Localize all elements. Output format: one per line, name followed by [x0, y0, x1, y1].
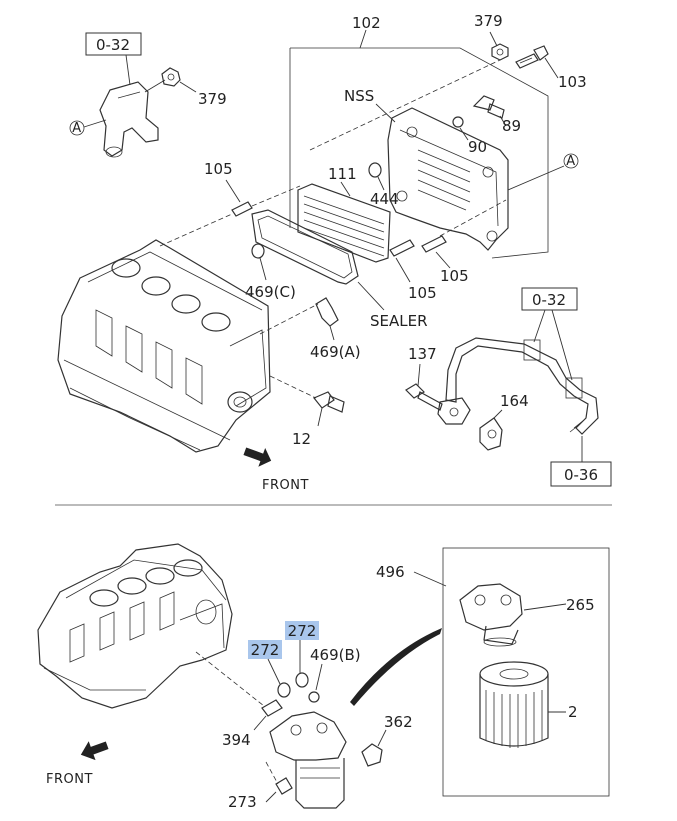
o-ring-272-upper-part [295, 672, 309, 688]
o-ring-469b-part [308, 691, 320, 703]
callout-469b: 469(B) [310, 646, 361, 664]
callout-469c: 469(C) [245, 283, 296, 301]
oil-pipe-part [437, 337, 599, 435]
callout-164: 164 [500, 392, 529, 410]
callout-273: 273 [228, 793, 257, 811]
callout-272-upper[interactable]: 272 [288, 622, 317, 640]
svg-text:0-32: 0-32 [532, 291, 566, 309]
ref-box-0-32-top-left[interactable]: 0-32 [85, 32, 142, 56]
callout-12: 12 [292, 430, 311, 448]
callout-496: 496 [376, 563, 405, 581]
callout-sealer: SEALER [370, 312, 428, 330]
callout-444: 444 [370, 190, 399, 208]
gasket-sealer-part [251, 209, 359, 285]
washer-90-part [452, 116, 464, 128]
highlight-272-lower [248, 640, 282, 659]
callout-379-left: 379 [198, 90, 227, 108]
stud-394-part [261, 699, 283, 717]
callout-137: 137 [408, 345, 437, 363]
oil-cooler-element-111-part [297, 183, 391, 263]
outlet-pipe-part [99, 81, 159, 158]
callout-379-right: 379 [474, 12, 503, 30]
callout-105-middle: 105 [408, 284, 437, 302]
callout-102: 102 [352, 14, 381, 32]
highlight-272-upper [285, 621, 319, 640]
stud-105-upper-part [231, 201, 253, 217]
front-arrow-top [243, 447, 272, 467]
svg-text:0-32: 0-32 [96, 36, 130, 54]
oil-cooler-cover-part [387, 107, 509, 251]
nut-379-left-part [161, 67, 181, 87]
nut-379-right-part [491, 43, 509, 61]
o-ring-272-lower-part [277, 682, 291, 698]
callout-362: 362 [384, 713, 413, 731]
svg-text:0-36: 0-36 [564, 466, 598, 484]
callout-394: 394 [222, 731, 251, 749]
bolt-137-part [405, 383, 443, 411]
gasket-362-part [361, 743, 383, 767]
circle-ref-a-right: A [563, 153, 579, 169]
filter-head-265-part [459, 583, 523, 647]
bolt-273-part [275, 777, 293, 795]
front-arrow-bottom [80, 741, 109, 761]
callout-89: 89 [502, 117, 521, 135]
ref-box-0-32-right[interactable]: 0-32 [521, 287, 578, 311]
oil-pressure-switch-12-part [313, 391, 345, 413]
o-ring-444-part [368, 162, 382, 178]
detail-pointer [350, 628, 442, 706]
callout-105-upper: 105 [204, 160, 233, 178]
stud-105-right-part [421, 235, 447, 253]
gasket-164-part [479, 417, 503, 451]
front-label-top: FRONT [262, 478, 309, 493]
detail-box-496 [442, 547, 610, 797]
oil-filter-head-assembly-part [269, 711, 347, 809]
oil-filter-cartridge-2-part [479, 661, 549, 748]
circle-ref-a-left: A [69, 120, 85, 136]
callout-272-lower[interactable]: 272 [251, 641, 280, 659]
o-ring-469a-part [315, 297, 339, 327]
svg-text:A: A [566, 154, 575, 169]
engine-block-top-part [57, 239, 271, 453]
callout-469a: 469(A) [310, 343, 361, 361]
svg-text:A: A [72, 121, 81, 136]
engine-block-bottom-part [37, 543, 233, 709]
callout-nss: NSS [344, 87, 374, 105]
callout-90: 90 [468, 138, 487, 156]
callout-111: 111 [328, 165, 357, 183]
callout-2: 2 [568, 703, 578, 721]
stud-105-middle-part [389, 239, 415, 257]
o-ring-469c-part [251, 243, 265, 259]
callout-105-right: 105 [440, 267, 469, 285]
bolt-103-part [515, 45, 549, 69]
oil-cooler-assembly-frame [289, 47, 549, 259]
ref-box-0-36[interactable]: 0-36 [550, 461, 612, 487]
bolt-89-part [472, 95, 505, 119]
callout-103: 103 [558, 73, 587, 91]
callout-265: 265 [566, 596, 595, 614]
front-label-bottom: FRONT [46, 772, 93, 787]
